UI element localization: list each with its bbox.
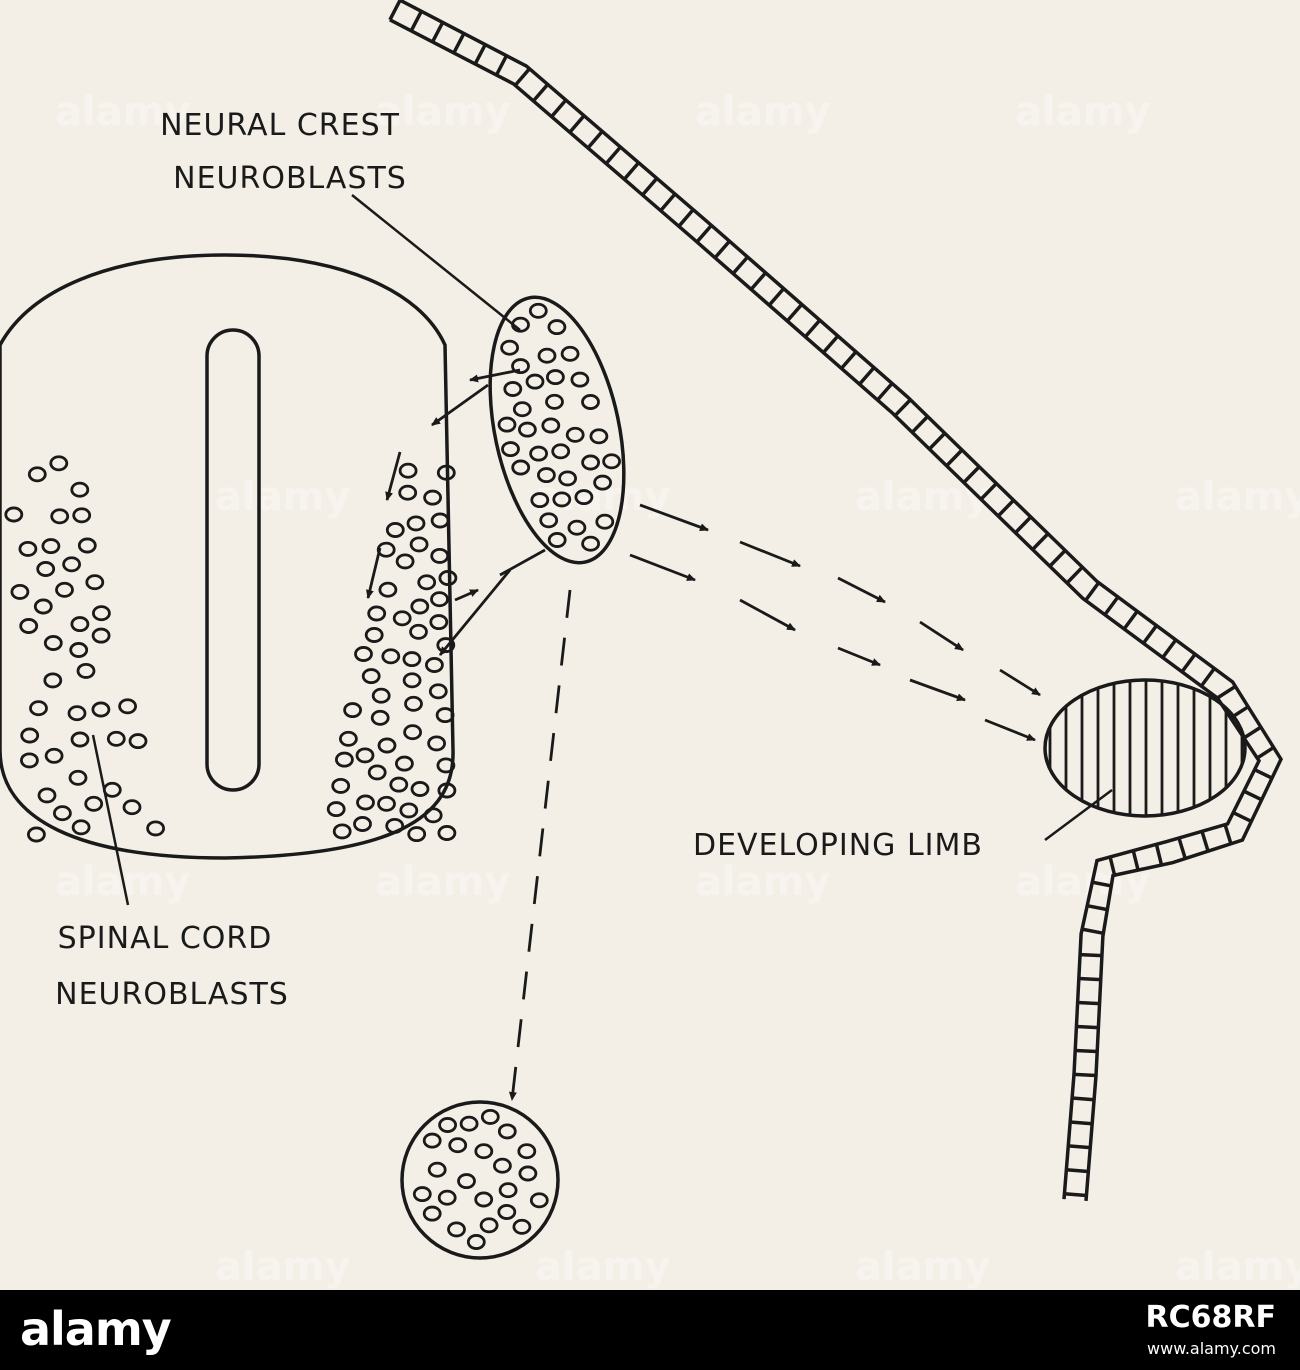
- leader-developing-limb: [1044, 788, 1113, 842]
- developing-limb-outline: [1043, 678, 1247, 818]
- ganglion-cells: [412, 1108, 549, 1250]
- ectoderm-band: [388, 0, 1283, 1202]
- watermark-tile: alamy: [535, 474, 670, 520]
- watermark-tile: alamy: [215, 1244, 350, 1290]
- migration-arrows-to-cord: [365, 368, 546, 656]
- watermark-tile: alamy: [375, 89, 510, 135]
- watermark-tile: alamy: [855, 474, 990, 520]
- label-spinal-cord-line1: SPINAL CORD: [58, 921, 273, 956]
- watermark-tile: alamy: [1015, 859, 1150, 905]
- watermark-tile: alamy: [535, 1244, 670, 1290]
- ganglion: [400, 1100, 560, 1260]
- neural-crest: [488, 295, 626, 565]
- neural-crest-neuroblast-cells: [497, 302, 621, 552]
- spinal-cord-neuroblast-cells-right: [326, 462, 458, 843]
- neural-development-diagram: alamy alamy alamy alamy alamy alamy alamy alamy…: [0, 0, 1300, 1290]
- watermark-tile: alamy: [855, 1244, 990, 1290]
- leader-neural-crest: [351, 194, 521, 331]
- ganglion-outline: [400, 1100, 560, 1260]
- label-developing-limb: DEVELOPING LIMB: [693, 828, 983, 863]
- watermark-tile: alamy: [1015, 89, 1150, 135]
- footer-bar: alamy RC68RF www.alamy.com: [0, 1290, 1300, 1370]
- spinal-cord: [0, 253, 458, 860]
- neural-crest-outline: [488, 295, 626, 565]
- watermark-tile: alamy: [375, 859, 510, 905]
- migration-arrow-to-ganglion: [508, 589, 572, 1101]
- watermark-tile: alamy: [695, 859, 830, 905]
- label-neural-crest-line2: NEUROBLASTS: [173, 161, 407, 196]
- developing-limb: [1043, 678, 1247, 818]
- watermark-tile: alamy: [695, 89, 830, 135]
- diagram-area: alamy alamy alamy alamy alamy alamy alamy alamy…: [0, 0, 1300, 1290]
- label-spinal-cord-line2: NEUROBLASTS: [55, 977, 289, 1012]
- footer-logo: alamy: [20, 1302, 172, 1356]
- leader-spinal-cord: [91, 734, 130, 906]
- label-neural-crest-line1: NEURAL CREST: [160, 108, 400, 143]
- footer-id-block: RC68RF www.alamy.com: [1146, 1300, 1276, 1358]
- leader-lines: [91, 194, 1113, 906]
- watermark-tile: alamy: [1175, 1244, 1300, 1290]
- migration-arrows-to-limb: [629, 503, 1041, 742]
- watermark-tile: alamy: [215, 474, 350, 520]
- central-canal: [205, 328, 261, 792]
- spinal-cord-outline: [0, 253, 455, 860]
- watermark-tile: alamy: [55, 89, 190, 135]
- watermark-tile: alamy: [1175, 474, 1300, 520]
- watermark-layer: alamy alamy alamy alamy alamy alamy alamy alamy…: [55, 89, 1300, 1290]
- footer-url: www.alamy.com: [1147, 1339, 1276, 1358]
- footer-image-id: RC68RF: [1145, 1300, 1276, 1335]
- spinal-cord-neuroblast-cells-left: [4, 455, 166, 843]
